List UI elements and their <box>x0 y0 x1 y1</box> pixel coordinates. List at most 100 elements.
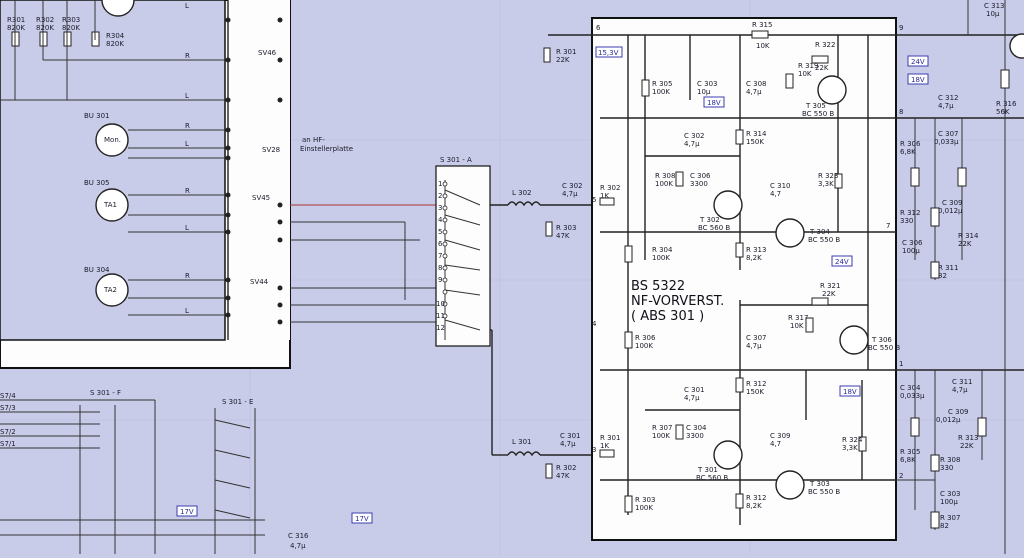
component-label: C 312 <box>938 94 958 102</box>
component-value: 820K <box>106 40 124 48</box>
top-resistors <box>0 0 225 101</box>
component-value: 10K <box>798 70 812 78</box>
component-label: C 316 <box>288 532 309 540</box>
component-value: 1K <box>600 442 609 450</box>
voltage-text: 18V <box>707 99 721 107</box>
voltage-text: 17V <box>355 515 369 523</box>
board-note: Einstellerplatte <box>300 145 353 153</box>
component-label: T 306 <box>871 336 892 344</box>
resistor <box>545 463 553 479</box>
module-name: BS 5322 <box>631 279 685 294</box>
switch-pin: 1 <box>438 180 442 188</box>
voltage-text: 18V <box>911 76 925 84</box>
component-value: 4,7µ <box>746 342 762 350</box>
component-value: 47K <box>556 232 570 240</box>
component-value: 6,8K <box>900 456 916 464</box>
component-label: R 307 <box>652 424 672 432</box>
resistor <box>543 47 551 63</box>
component-label: R 322 <box>815 41 835 49</box>
switch-label: S 301 - E <box>222 398 253 406</box>
component-value: 22K <box>556 56 570 64</box>
socket-label: TA1 <box>103 201 117 209</box>
component-label: C 304 <box>686 424 707 432</box>
component-label: R 304 <box>652 246 673 254</box>
socket-name: BU 305 <box>84 179 110 187</box>
pin-number: 7 <box>886 222 890 230</box>
component-value: 22K <box>958 240 972 248</box>
pin-number: 6 <box>596 24 601 32</box>
pin-number: 1 <box>899 360 903 368</box>
voltage-marker <box>703 96 725 108</box>
component-label: R304 <box>106 32 125 40</box>
channel-label: R <box>185 52 190 60</box>
voltage-text: 15,3V <box>598 49 619 57</box>
component-label: R 311 <box>938 264 958 272</box>
switch-line-label: S7/3 <box>0 404 16 412</box>
switch-line-label: S7/1 <box>0 440 16 448</box>
component-label: C 303 <box>697 80 717 88</box>
component-label: C 301 <box>684 386 704 394</box>
component-label: C 311 <box>952 378 972 386</box>
switch-pin: 12 <box>436 324 445 332</box>
component-value: 82 <box>938 272 947 280</box>
component-value: 100K <box>652 88 670 96</box>
channel-label: R <box>185 187 190 195</box>
component-value: BC 550 B <box>808 488 840 496</box>
signal-wires-left <box>290 204 445 323</box>
component-value: 3,3K <box>818 180 834 188</box>
component-value: 8,2K <box>746 254 762 262</box>
component-label: R 303 <box>635 496 655 504</box>
connector-label: SV28 <box>262 146 280 154</box>
component-label: R 306 <box>635 334 656 342</box>
component-value: 4,7µ <box>952 386 968 394</box>
component-label: C 307 <box>746 334 766 342</box>
voltage-marker <box>907 55 929 67</box>
voltage-marker <box>907 73 929 85</box>
module-component-labels: R 315 10K R 322 22K R 305 100K C 303 10µ… <box>600 21 900 512</box>
switch-terminals <box>442 181 448 319</box>
channel-label: L <box>185 92 189 100</box>
component-label: R 308 <box>940 456 960 464</box>
channel-label: R <box>185 272 190 280</box>
component-value: 10µ <box>697 88 711 96</box>
component-value: 150K <box>746 388 764 396</box>
voltage-marker <box>831 255 853 267</box>
channel-label: L <box>185 140 189 148</box>
component-value: 100K <box>652 432 670 440</box>
component-label: C 309 <box>942 199 962 207</box>
component-value: 47K <box>556 472 570 480</box>
signal-wires-mid <box>490 201 592 457</box>
switch-pin: 5 <box>438 228 442 236</box>
component-value: 100K <box>635 342 653 350</box>
socket-name: BU 304 <box>84 266 110 274</box>
component-value: 22K <box>815 64 829 72</box>
switch-pin: 6 <box>438 240 443 248</box>
component-value: BC 550 B <box>802 110 834 118</box>
component-label: R303 <box>62 16 80 24</box>
component-value: 100K <box>655 180 673 188</box>
switch-s301e <box>214 408 256 554</box>
component-label: C 304 <box>900 384 921 392</box>
board-note: an HF- <box>302 136 325 144</box>
component-label: C 302 <box>684 132 704 140</box>
component-value: 4,7µ <box>684 394 700 402</box>
voltage-marker <box>839 385 861 397</box>
component-value: 330 <box>940 464 953 472</box>
component-label: R 312 <box>900 209 920 217</box>
module-rails <box>548 34 1024 525</box>
component-label: R 307 <box>940 514 960 522</box>
switch-label: S 301 - F <box>90 389 121 397</box>
component-label: T 304 <box>809 228 830 236</box>
component-label: R 305 <box>652 80 672 88</box>
component-value: 4,7 <box>770 440 781 448</box>
socket-ta2 <box>95 273 225 316</box>
component-label: C 310 <box>770 182 790 190</box>
module-title: NF-VORVERST. <box>631 294 724 309</box>
resistor <box>545 221 553 237</box>
component-label: R 303 <box>556 224 576 232</box>
socket-label: TA2 <box>103 286 117 294</box>
component-label: R 301 <box>600 434 620 442</box>
component-value: 4,7µ <box>746 88 762 96</box>
pin-number: 5 <box>592 196 596 204</box>
